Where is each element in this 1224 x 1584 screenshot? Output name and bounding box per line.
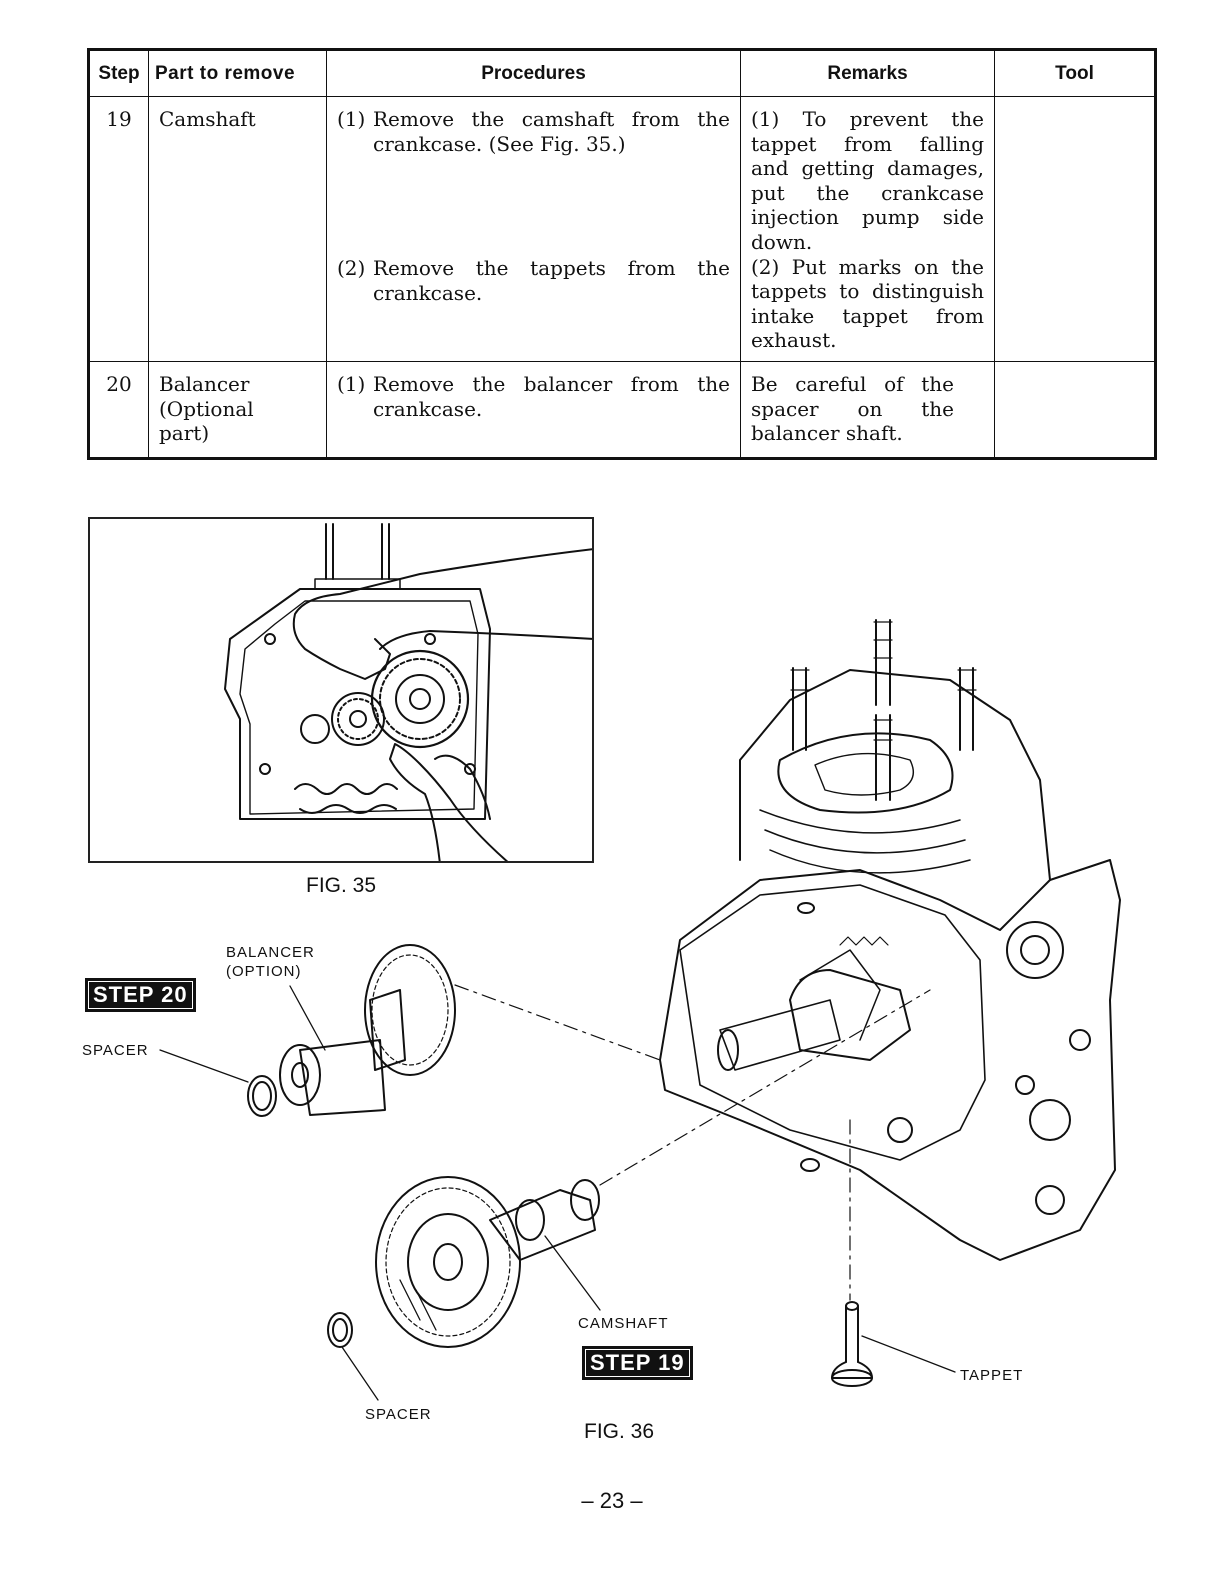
- remark-text: Be careful of the spacer on the balancer…: [751, 372, 954, 446]
- procedure-text: Remove the tappets from the crankcase.: [373, 256, 730, 305]
- page-number: – 23 –: [581, 1488, 643, 1513]
- balancer-spacer-drawing: [247, 1075, 277, 1117]
- balancer-option-label: (OPTION): [226, 963, 302, 980]
- part-name: Camshaft: [148, 96, 327, 362]
- remark-text: (2) Put marks on the tappets to distingu…: [751, 254, 984, 353]
- procedure-item: (1) Remove the camshaft from the crankca…: [337, 107, 730, 156]
- procedure-num: (1): [337, 372, 366, 396]
- camshaft-label: CAMSHAFT: [578, 1315, 669, 1332]
- procedure-item: (2) Remove the tappets from the crankcas…: [337, 256, 730, 305]
- camshaft-spacer-drawing: [327, 1312, 353, 1348]
- remarks-cell: Be careful of the spacer on the balancer…: [740, 361, 995, 459]
- tappet-drawing: [831, 1301, 873, 1387]
- tool-cell: [994, 96, 1156, 362]
- balancer-label: BALANCER: [226, 944, 315, 961]
- tool-cell: [994, 361, 1156, 459]
- procedure-item: (1) Remove the balancer from the crankca…: [337, 372, 730, 421]
- crankcase-outline: [659, 859, 1121, 1261]
- procedure-text: Remove the balancer from the crankcase.: [373, 372, 730, 421]
- table-header-row: Step Part to remove Procedures Remarks T…: [88, 49, 1156, 97]
- header-part-to-remove: Part to remove: [148, 49, 327, 97]
- remark-text: (1) To prevent the tappet from falling a…: [751, 107, 984, 254]
- procedures-cell: (1) Remove the balancer from the crankca…: [326, 361, 741, 459]
- step19-badge: STEP 19: [582, 1346, 693, 1380]
- remarks-cell: (1) To prevent the tappet from falling a…: [740, 96, 995, 362]
- spacer-label-bottom: SPACER: [365, 1406, 432, 1423]
- tappet-label: TAPPET: [960, 1367, 1024, 1384]
- spacer-label-top: SPACER: [82, 1042, 149, 1059]
- step-number: 19: [88, 96, 149, 362]
- procedure-num: (1): [337, 107, 366, 131]
- procedure-text: Remove the camshaft from the crankcase. …: [373, 107, 730, 156]
- procedure-table: Step Part to remove Procedures Remarks T…: [87, 48, 1157, 460]
- fig36-caption: FIG. 36: [584, 1420, 655, 1443]
- part-name: Balancer (Optional part): [148, 361, 327, 459]
- fig35-illustration: [224, 523, 592, 861]
- camshaft-gear-drawing: [375, 1176, 600, 1348]
- procedure-num: (2): [337, 256, 366, 281]
- fig35-photo-frame: [88, 517, 594, 863]
- balancer-gear-drawing: [279, 944, 456, 1116]
- table-row: 20 Balancer (Optional part) (1) Remove t…: [88, 361, 1156, 459]
- step20-badge: STEP 20: [85, 978, 196, 1012]
- fig35-caption: FIG. 35: [306, 874, 377, 897]
- step-number: 20: [88, 361, 149, 459]
- table-row: 19 Camshaft (1) Remove the camshaft from…: [88, 96, 1156, 362]
